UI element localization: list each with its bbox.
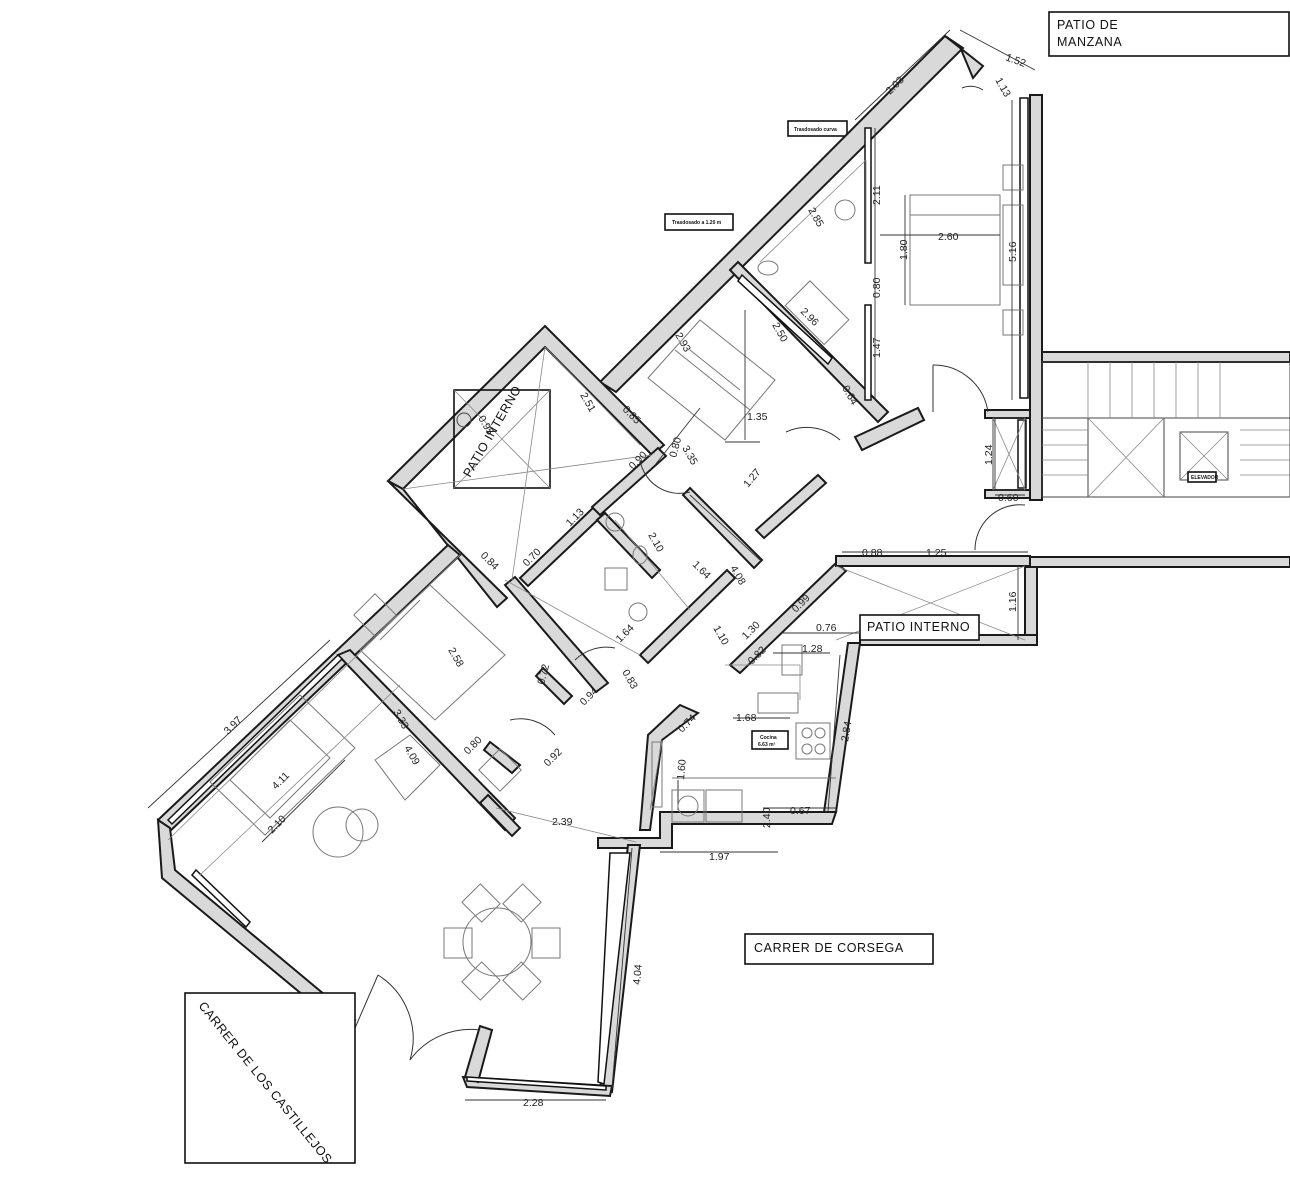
ne-wall-right — [1029, 94, 1043, 501]
dim-1-28: 1.28 — [802, 643, 823, 655]
dim-1-24: 1.24 — [983, 444, 995, 465]
dim-1-16: 1.16 — [1007, 591, 1019, 612]
label-patio-de-manzana: PATIO DE MANZANA — [1048, 11, 1290, 57]
corridor-wall-top — [853, 406, 926, 452]
dim-1-27: 1.27 — [741, 466, 763, 489]
label-cocina: Cocina 6.63 m² — [751, 730, 789, 750]
dim-1-52: 1.52 — [1004, 52, 1027, 70]
patio-manzana-text-1: PATIO DE — [1057, 18, 1118, 32]
dim-0-80-a: 0.80 — [871, 277, 883, 298]
patio-wall-b — [387, 480, 509, 609]
dim-0-72: 0.72 — [535, 663, 552, 686]
dim-0-84: 0.84 — [478, 550, 501, 573]
bath-wall-2 — [590, 446, 668, 517]
patio-manzana-text-2: MANZANA — [1057, 35, 1122, 49]
label-carrer-castillejos: CARRER DE LOS CASTILLEJOS — [184, 992, 356, 1166]
dim-3-35: 3.35 — [679, 444, 700, 468]
dim-0-67: 0.67 — [790, 805, 811, 817]
dim-1-80: 1.80 — [898, 239, 910, 260]
dim-0-60: 0.60 — [998, 492, 1019, 504]
dim-4-04: 4.04 — [631, 964, 645, 986]
dim-2-39: 2.39 — [552, 816, 573, 828]
label-trasdosado-120: Trasdosado a 1.20 m — [664, 213, 734, 231]
bath-wall-5 — [754, 473, 828, 540]
cocina-text-2: 6.63 m² — [758, 742, 776, 748]
dim-2-84: 2.84 — [839, 720, 854, 742]
dim-1-25: 1.25 — [926, 547, 947, 559]
doors — [354, 85, 1026, 1061]
dim-0-92: 0.92 — [542, 746, 565, 769]
dim-0-83: 0.83 — [619, 668, 640, 692]
facade-wall-top — [944, 35, 985, 80]
partition-bed-living — [336, 648, 517, 832]
dim-1-35: 1.35 — [747, 411, 768, 423]
bath-wall-1 — [518, 503, 607, 588]
dim-4-11: 4.11 — [270, 770, 292, 792]
dim-2-58: 2.58 — [445, 646, 466, 670]
trasdosado-120-text: Trasdosado a 1.20 m — [672, 220, 722, 226]
patio-wall-a — [386, 324, 666, 491]
dim-4-09: 4.09 — [401, 744, 422, 768]
patio2-wall-top — [835, 555, 1031, 567]
dim-1-13-a: 1.13 — [992, 76, 1013, 100]
patio2-wall-right — [1024, 566, 1038, 646]
dim-2-40: 2.40 — [761, 807, 773, 828]
cocina-text-1: Cocina — [760, 735, 777, 741]
dim-0-88: 0.88 — [862, 547, 883, 559]
stair-wall-top — [1041, 351, 1290, 363]
dim-2-28: 2.28 — [523, 1097, 544, 1109]
partition-small-3 — [478, 793, 522, 838]
dim-1-97: 1.97 — [709, 851, 730, 863]
partition-small-4 — [984, 409, 1031, 419]
guide-lines — [167, 159, 867, 876]
dim-2-60: 2.60 — [938, 231, 959, 243]
dim-1-64-b: 1.64 — [614, 622, 637, 645]
dim-1-68: 1.68 — [736, 712, 757, 724]
dim-2-85: 2.85 — [805, 206, 826, 230]
dimension-lines — [147, 29, 1036, 1101]
dim-1-47: 1.47 — [871, 337, 883, 358]
kitchen-wall-bottom — [597, 811, 838, 849]
trasdosado-strips — [166, 97, 1029, 1091]
kitchen-wall-left — [638, 703, 700, 831]
patio-interno-1: PATIO INTERNO — [453, 383, 551, 489]
furniture — [209, 164, 1024, 1001]
entry-wall — [463, 1024, 494, 1084]
partition-small-2 — [534, 666, 574, 706]
dim-1-60: 1.60 — [675, 759, 689, 781]
elevador-text: ELEVADOR — [1191, 475, 1219, 481]
bath-wall-6 — [638, 568, 737, 665]
partition-corridor — [503, 575, 610, 694]
patio-interno-2-text: PATIO INTERNO — [867, 620, 970, 634]
dim-1-64-a: 1.64 — [690, 559, 713, 582]
label-carrer-corsega: CARRER DE CORSEGA — [744, 933, 934, 965]
dim-2-10-a: 2.10 — [645, 531, 666, 555]
dim-0-80-b: 0.80 — [667, 436, 684, 459]
dim-1-10: 1.10 — [710, 624, 731, 648]
patio2-wall-diag — [728, 561, 848, 675]
dim-3-97: 3.97 — [222, 714, 245, 737]
dim-0-76: 0.76 — [816, 622, 837, 634]
trasdosado-curva-text: Trasdosado curva — [794, 127, 837, 133]
patio-interno-2: PATIO INTERNO — [835, 565, 1026, 641]
partition-small-1 — [482, 740, 522, 775]
dim-2-11: 2.11 — [871, 185, 883, 205]
stairwell: ELEVADOR — [992, 361, 1290, 498]
walls — [156, 34, 1290, 1098]
label-trasdosado-curva: Trasdosado curva — [787, 120, 848, 137]
stair-wall-bottom — [1029, 556, 1290, 568]
carrer-corsega-text: CARRER DE CORSEGA — [754, 941, 904, 955]
dim-0-80-c: 0.80 — [462, 734, 485, 757]
dim-5-16: 5.16 — [1007, 241, 1019, 262]
